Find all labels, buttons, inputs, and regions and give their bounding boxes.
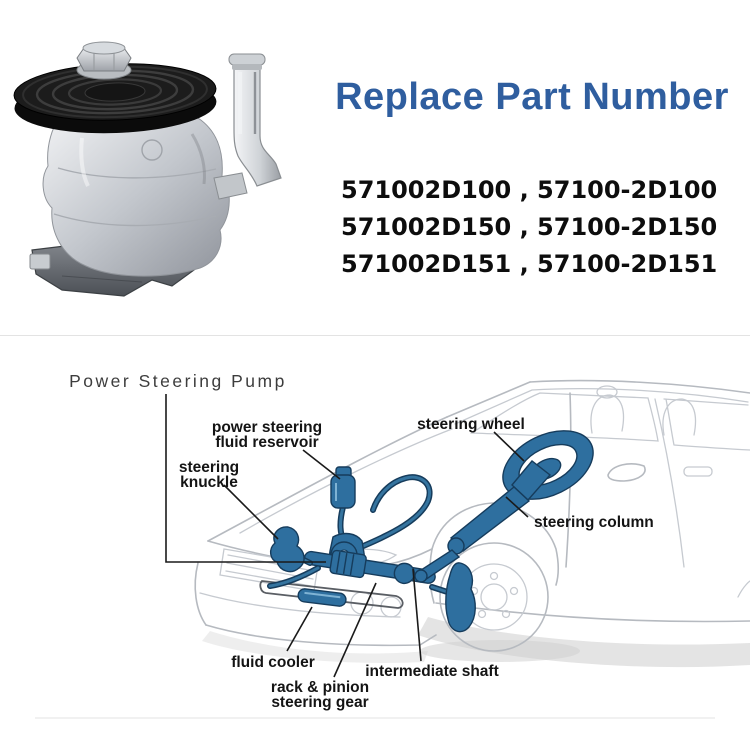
leader-shaft [412,568,422,662]
label-rack-line1: rack & pinion [271,679,369,696]
leader-knuckle [223,484,279,540]
label-power-steering-pump: Power Steering Pump [69,371,287,391]
label-steering-column: steering column [534,514,654,531]
label-steering-wheel: steering wheel [417,416,525,433]
steering-knuckle-part [270,526,305,573]
pump-outlet-pipe [213,53,282,200]
leader-rack [333,582,377,678]
cooler-pipes [259,580,404,609]
page-title: Replace Part Number [335,76,729,118]
part-number-line: 571002D151 , 57100-2D151 [341,250,718,278]
rack-and-pinion [303,549,436,585]
diagram-labels: Power Steering Pump power steering fluid… [69,371,654,711]
part-number-line: 571002D100 , 57100-2D100 [341,176,718,204]
label-intermediate-shaft: intermediate shaft [365,663,499,680]
steering-system-diagram: Power Steering Pump power steering fluid… [0,335,750,719]
label-reservoir-line2: fluid reservoir [215,434,318,451]
pulley-bolt [76,41,132,80]
pump-body [42,113,230,277]
wheel-hub-knuckle [445,562,476,633]
steering-column-part [414,460,552,583]
steering-components [267,430,594,633]
leader-wheel [493,431,525,462]
label-reservoir-line1: power steering [212,419,322,436]
pump-pulley [13,63,217,134]
leader-column [505,496,529,518]
leader-reservoir [302,449,341,480]
label-knuckle-line2: knuckle [180,474,238,491]
fluid-reservoir [330,466,356,509]
leader-pump [165,394,326,563]
leader-cooler [286,606,313,652]
power-steering-pump-photo [13,41,282,297]
leader-lines [165,394,529,678]
part-number-line: 571002D150 , 57100-2D150 [341,213,718,241]
fluid-cooler [297,588,347,607]
label-knuckle-line1: steering [179,459,239,476]
label-rack-line2: steering gear [271,694,368,711]
part-number-list: 571002D100 , 57100-2D100 571002D150 , 57… [341,172,717,283]
label-fluid-cooler: fluid cooler [231,654,315,671]
